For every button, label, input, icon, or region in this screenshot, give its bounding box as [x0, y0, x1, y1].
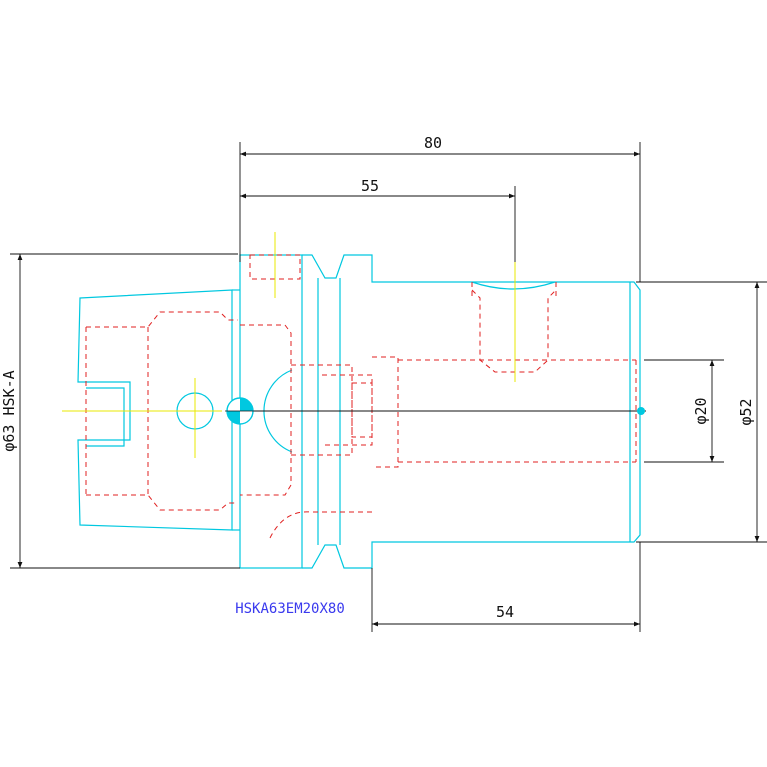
hidden-lines [85, 254, 637, 539]
dim-clamp-screw: 55 [361, 177, 379, 195]
dim-body-diameter: φ52 [737, 398, 755, 425]
center-symbol [225, 397, 255, 425]
dimension-lines [10, 142, 767, 632]
end-point-marker [637, 407, 645, 415]
dim-overall-length: 80 [424, 134, 442, 152]
part-label: HSKA63EM20X80 [235, 601, 345, 617]
dim-body-length: 54 [496, 603, 514, 621]
dim-flange-diameter: φ63 HSK-A [0, 370, 18, 451]
center-lines [62, 232, 516, 458]
dim-bore-diameter: φ20 [692, 397, 710, 424]
